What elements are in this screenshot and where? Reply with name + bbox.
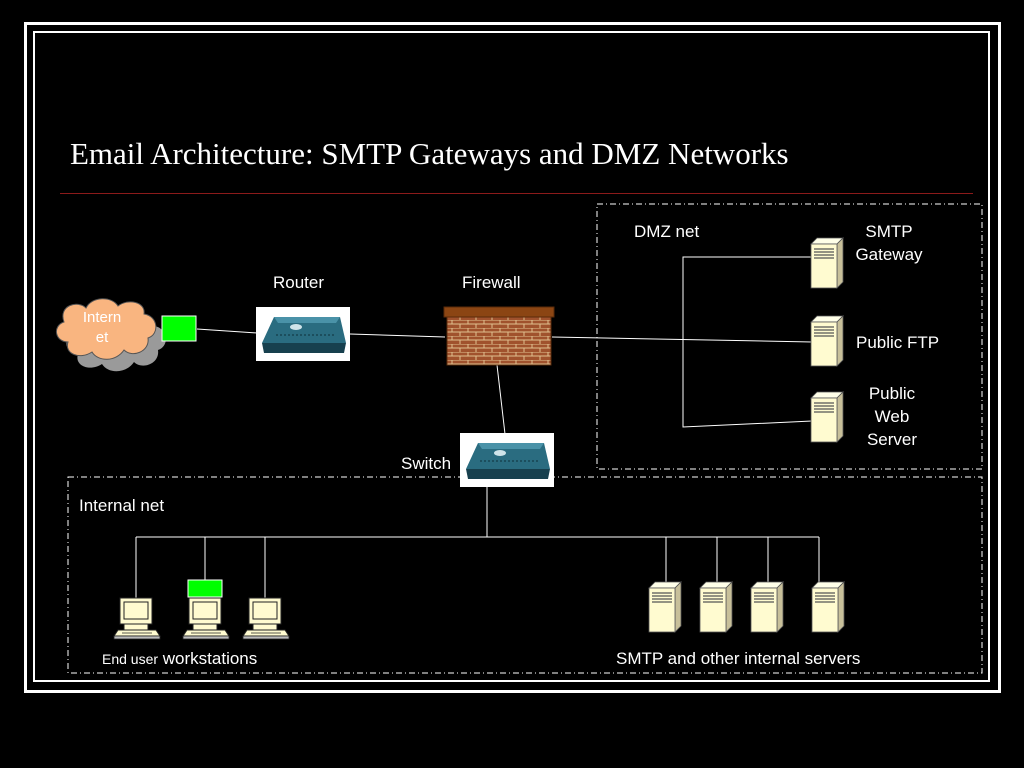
workstation-icon	[182, 597, 230, 640]
title-divider	[60, 193, 973, 194]
switch-label: Switch	[401, 454, 452, 473]
public-ftp-label: Public FTP	[856, 333, 940, 352]
internet-link-green-box	[161, 315, 197, 342]
public-web-label-line1: Public	[868, 384, 916, 403]
switch-device-icon	[459, 432, 555, 488]
public-web-label-line2: Web	[874, 407, 910, 426]
public-web-label-line3: Server	[866, 430, 918, 449]
internal-server-icon	[648, 581, 682, 633]
slide-inner-border	[33, 31, 990, 682]
internet-label-line1: Intern	[82, 309, 122, 326]
internet-label: Intern et	[72, 308, 132, 348]
end-user-small-text: End user	[102, 651, 159, 667]
internal-net-label: Internal net	[79, 496, 165, 515]
internet-cloud-icon	[56, 298, 166, 372]
slide-outer-border	[24, 22, 1001, 693]
internal-server-icon	[699, 581, 733, 633]
internal-server-icon	[811, 581, 845, 633]
connection-lines	[135, 256, 820, 598]
smtp-gateway-label: SMTP Gateway	[839, 220, 939, 266]
smtp-gateway-label-line1: SMTP	[865, 222, 913, 241]
workstations-text: workstations	[162, 649, 258, 668]
router-device-icon	[255, 306, 351, 362]
dmz-net-label: DMZ net	[634, 222, 700, 241]
internal-servers-label: SMTP and other internal servers	[616, 649, 861, 668]
workstation-icon	[113, 597, 161, 640]
public-web-server-label: Public Web Server	[852, 382, 932, 451]
public-web-server-icon	[810, 391, 844, 443]
end-user-workstations-label: End user workstations	[102, 647, 257, 671]
slide-title: Email Architecture: SMTP Gateways and DM…	[70, 136, 789, 171]
public-ftp-server-icon	[810, 315, 844, 367]
router-label: Router	[273, 273, 325, 292]
smtp-gateway-label-line2: Gateway	[855, 245, 923, 264]
internet-label-line2: et	[95, 329, 109, 346]
firewall-label: Firewall	[462, 273, 521, 292]
workstation-icon	[242, 597, 290, 640]
internal-server-icon	[750, 581, 784, 633]
workstation-green-box	[187, 579, 223, 598]
firewall-brick-icon	[443, 306, 555, 366]
